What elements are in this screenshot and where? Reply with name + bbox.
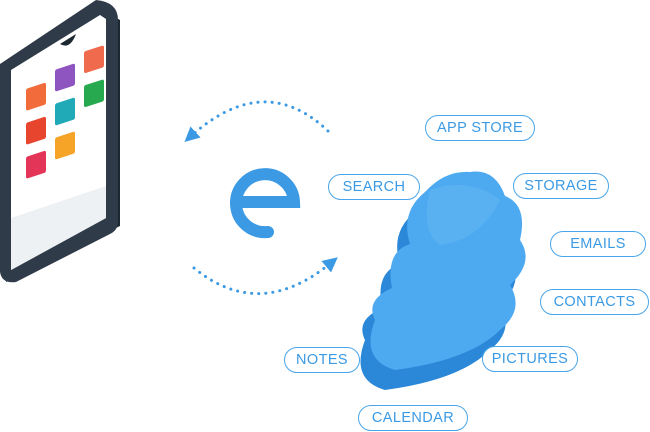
app-icon xyxy=(55,97,75,126)
emails-label: EMAILS xyxy=(550,231,646,257)
pictures-label: PICTURES xyxy=(482,346,578,372)
cloud-icon xyxy=(360,171,526,390)
app-icon xyxy=(55,131,75,160)
contacts-label: CONTACTS xyxy=(540,289,649,315)
circular-sync-arrows-icon xyxy=(184,100,338,296)
search-label: SEARCH xyxy=(328,174,420,200)
app-icons-grid xyxy=(26,45,104,179)
app-icon xyxy=(55,63,75,92)
app-icon xyxy=(84,45,104,74)
e-letter-logo-icon xyxy=(230,168,301,239)
app-icon xyxy=(84,79,104,108)
app-store-label: APP STORE xyxy=(425,115,535,141)
calendar-label: CALENDAR xyxy=(358,405,468,431)
app-icon xyxy=(26,82,46,111)
notes-label: NOTES xyxy=(284,347,360,373)
app-icon xyxy=(26,150,46,179)
storage-label: STORAGE xyxy=(513,173,609,199)
app-icon xyxy=(26,116,46,145)
tablet-device-icon xyxy=(0,0,120,283)
